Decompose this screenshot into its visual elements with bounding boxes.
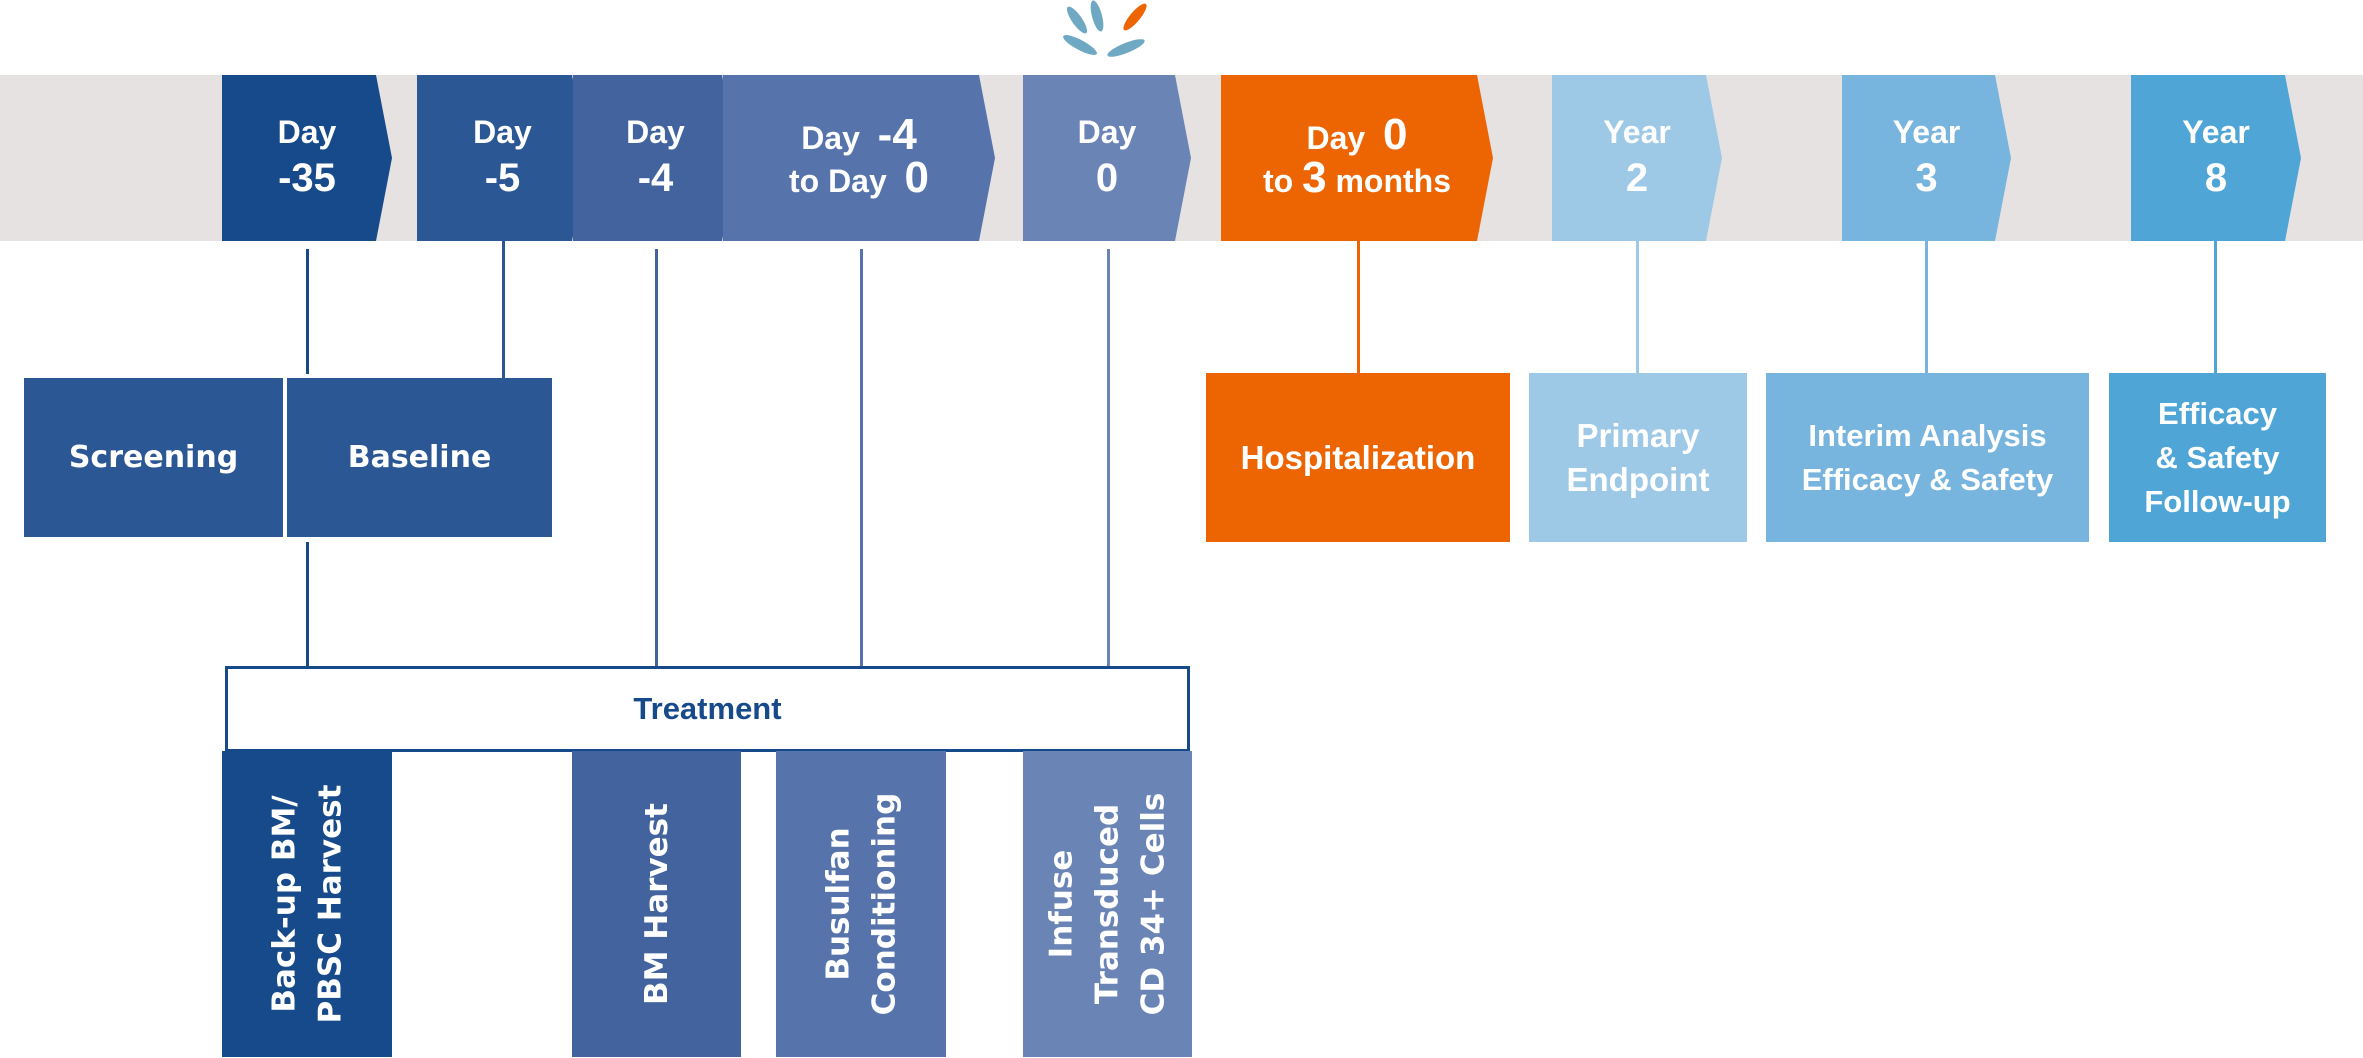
timeline-day-minus-4-to-0: Day -4 to Day 0 xyxy=(723,75,995,241)
timeline-day-0-to-3-months: Day 0 to 3 months xyxy=(1221,75,1493,241)
screening-box: Screening xyxy=(24,378,283,537)
timeline-day-minus-35: Day -35 xyxy=(222,75,392,241)
connector-line xyxy=(2214,241,2217,374)
timeline-day-minus-5: Day -5 xyxy=(417,75,588,241)
connector-line xyxy=(1925,241,1928,374)
treatment-step-busulfan: Busulfan Conditioning xyxy=(776,751,946,1057)
connector-line xyxy=(1107,249,1110,666)
treatment-step-backup-harvest: Back-up BM/ PBSC Harvest xyxy=(222,751,392,1057)
hospitalization-box: Hospitalization xyxy=(1206,373,1510,542)
connector-line xyxy=(860,249,863,666)
primary-endpoint-box: Primary Endpoint xyxy=(1529,373,1747,542)
connector-line xyxy=(306,542,309,666)
treatment-step-bm-harvest: BM Harvest xyxy=(572,751,741,1057)
timeline-year-2: Year 2 xyxy=(1552,75,1722,241)
connector-line xyxy=(1357,241,1360,374)
timeline-day-0: Day 0 xyxy=(1023,75,1191,241)
connector-line xyxy=(655,249,658,666)
logo-icon xyxy=(1063,0,1147,57)
connector-line xyxy=(306,249,309,374)
followup-box: Efficacy & Safety Follow-up xyxy=(2109,373,2326,542)
timeline-day-minus-4: Day -4 xyxy=(573,75,738,241)
connector-line xyxy=(502,241,505,378)
treatment-step-infuse: Infuse Transduced CD 34+ Cells xyxy=(1023,751,1192,1057)
connector-line xyxy=(1636,241,1639,374)
interim-analysis-box: Interim Analysis Efficacy & Safety xyxy=(1766,373,2089,542)
timeline-year-8: Year 8 xyxy=(2131,75,2301,241)
baseline-box: Baseline xyxy=(287,378,552,537)
timeline-year-3: Year 3 xyxy=(1842,75,2011,241)
treatment-header: Treatment xyxy=(225,666,1190,752)
